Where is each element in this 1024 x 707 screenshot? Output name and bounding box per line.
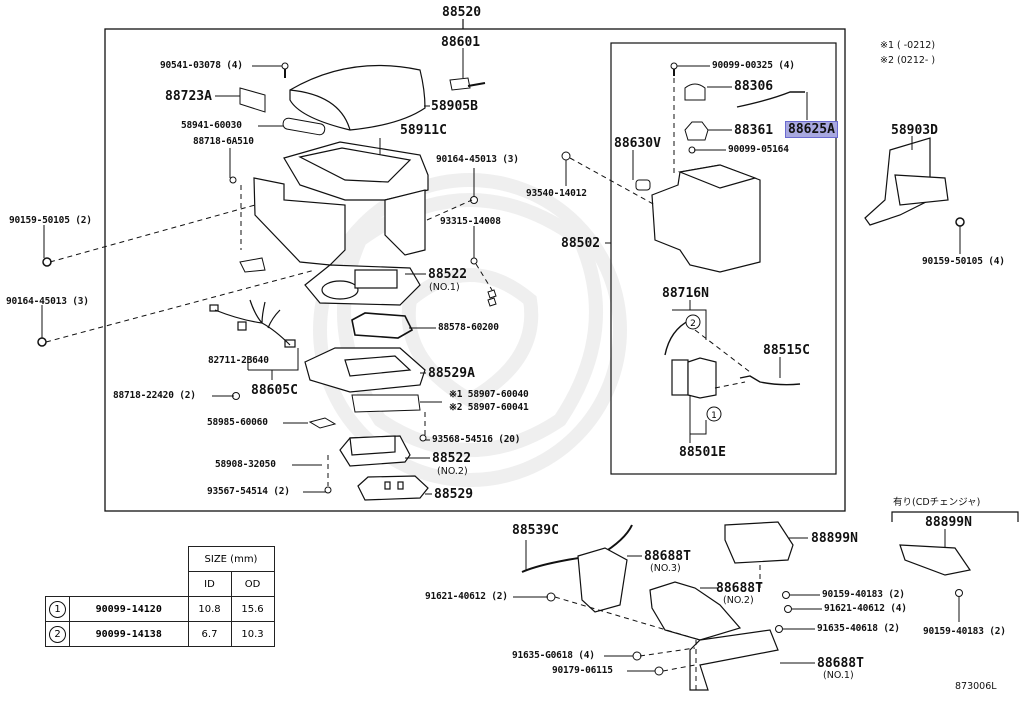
part-label-82711-2B640[interactable]: 82711-2B640	[208, 355, 269, 366]
console-box-subframe	[610, 42, 837, 475]
part-sublabel-88522-no1: (NO.1)	[429, 282, 460, 293]
part-label-88899N[interactable]: 88899N	[811, 531, 858, 546]
part-label-88539C[interactable]: 88539C	[512, 523, 559, 538]
option-part-label-90159-40183[interactable]: 90159-40183 (2)	[923, 626, 1006, 637]
size-row-part[interactable]: 90099-14120	[69, 596, 189, 622]
part-label-90164-45013-top[interactable]: 90164-45013 (3)	[436, 154, 519, 165]
size-row-od: 15.6	[230, 596, 275, 622]
part-label-88501E[interactable]: 88501E	[679, 445, 726, 460]
part-label-88718-6A510[interactable]: 88718-6A510	[193, 136, 254, 147]
part-label-88529[interactable]: 88529	[434, 487, 474, 502]
armrest-lid-drawing	[289, 64, 426, 131]
drawing-code: 873006L	[955, 681, 997, 692]
part-label-90164-45013-left[interactable]: 90164-45013 (3)	[6, 296, 89, 307]
part-label-88688T-no1[interactable]: 88688T	[817, 656, 864, 671]
size-row-part[interactable]: 90099-14138	[69, 621, 189, 647]
size-col-id: ID	[187, 571, 232, 597]
part-label-58905B[interactable]: 58905B	[431, 99, 478, 114]
part-label-88630V[interactable]: 88630V	[614, 136, 661, 151]
part-label-58985-60060[interactable]: 58985-60060	[207, 417, 268, 428]
part-label-58908-32050[interactable]: 58908-32050	[215, 459, 276, 470]
part-label-88515C[interactable]: 88515C	[763, 343, 810, 358]
note-applicability-2: ※2 (0212- )	[880, 55, 936, 66]
part-label-93567-54514[interactable]: 93567-54514 (2)	[207, 486, 290, 497]
part-label-90159-40183[interactable]: 90159-40183 (2)	[822, 589, 905, 600]
size-col-od: OD	[230, 571, 275, 597]
svg-text:1: 1	[711, 411, 717, 421]
part-label-88718-22420[interactable]: 88718-22420 (2)	[113, 390, 196, 401]
size-row: 1 90099-14120 10.8 15.6	[45, 596, 275, 622]
part-label-91635-40618[interactable]: 91635-40618 (2)	[817, 623, 900, 634]
part-label-88522-no1[interactable]: 88522	[428, 267, 468, 282]
part-label-58907-60041[interactable]: ※2 58907-60041	[449, 402, 529, 413]
size-row-id: 6.7	[187, 621, 232, 647]
option-part-label-88899N[interactable]: 88899N	[925, 515, 972, 530]
part-label-88522-no2[interactable]: 88522	[432, 451, 472, 466]
circled-number-2: 2	[49, 625, 66, 643]
size-table-header: SIZE (mm)	[187, 546, 275, 572]
part-sublabel-88688T-no3: (NO.3)	[650, 563, 681, 574]
part-label-90159-50105-left[interactable]: 90159-50105 (2)	[9, 215, 92, 226]
part-label-88605C[interactable]: 88605C	[251, 383, 298, 398]
part-sublabel-88522-no2: (NO.2)	[437, 466, 468, 477]
part-label-90179-06115[interactable]: 90179-06115	[552, 665, 613, 676]
part-label-88601[interactable]: 88601	[441, 35, 481, 50]
part-label-88578-60200[interactable]: 88578-60200	[438, 322, 499, 333]
part-label-90099-05164[interactable]: 90099-05164	[728, 144, 789, 155]
part-label-88688T-no2[interactable]: 88688T	[716, 581, 763, 596]
note-applicability-1: ※1 ( -0212)	[880, 40, 936, 51]
size-row-od: 10.3	[230, 621, 275, 647]
part-label-90159-50105-right[interactable]: 90159-50105 (4)	[922, 256, 1005, 267]
seal-size-table: SIZE (mm) ID OD 1 90099-14120 10.8 15.6 …	[45, 546, 275, 647]
part-label-90099-00325[interactable]: 90099-00325 (4)	[712, 60, 795, 71]
part-label-90541-03078[interactable]: 90541-03078 (4)	[160, 60, 243, 71]
part-label-58911C[interactable]: 58911C	[400, 123, 447, 138]
part-label-88723A[interactable]: 88723A	[165, 89, 212, 104]
part-sublabel-88688T-no1: (NO.1)	[823, 670, 854, 681]
part-label-58903D[interactable]: 58903D	[891, 123, 938, 138]
part-label-58907-60040[interactable]: ※1 58907-60040	[449, 389, 529, 400]
size-row-id: 10.8	[187, 596, 232, 622]
option-group-heading: 有り(CDチェンジャ)	[893, 497, 981, 508]
part-label-91621-40612-4[interactable]: 91621-40612 (4)	[824, 603, 907, 614]
part-sublabel-88688T-no2: (NO.2)	[723, 595, 754, 606]
size-row: 2 90099-14138 6.7 10.3	[45, 621, 275, 647]
part-label-88688T-no3[interactable]: 88688T	[644, 549, 691, 564]
svg-text:2: 2	[690, 319, 696, 329]
part-label-88306[interactable]: 88306	[734, 79, 774, 94]
circled-number-1: 1	[49, 600, 66, 618]
part-label-93315-14008[interactable]: 93315-14008	[440, 216, 501, 227]
part-label-88520[interactable]: 88520	[442, 5, 482, 20]
part-label-93568-54516[interactable]: 93568-54516 (20)	[432, 434, 521, 445]
part-label-91635-G0618[interactable]: 91635-G0618 (4)	[512, 650, 595, 661]
part-label-91621-40612-2[interactable]: 91621-40612 (2)	[425, 591, 508, 602]
part-label-88502[interactable]: 88502	[561, 236, 601, 251]
part-label-88361[interactable]: 88361	[734, 123, 774, 138]
console-body-drawing	[253, 141, 429, 266]
part-label-93540-14012[interactable]: 93540-14012	[526, 188, 587, 199]
main-assembly-frame	[104, 28, 846, 512]
part-label-88529A[interactable]: 88529A	[428, 366, 475, 381]
part-label-88625A-highlighted[interactable]: 88625A	[785, 121, 838, 138]
part-label-88716N[interactable]: 88716N	[662, 286, 709, 301]
part-label-58941-60030[interactable]: 58941-60030	[181, 120, 242, 131]
